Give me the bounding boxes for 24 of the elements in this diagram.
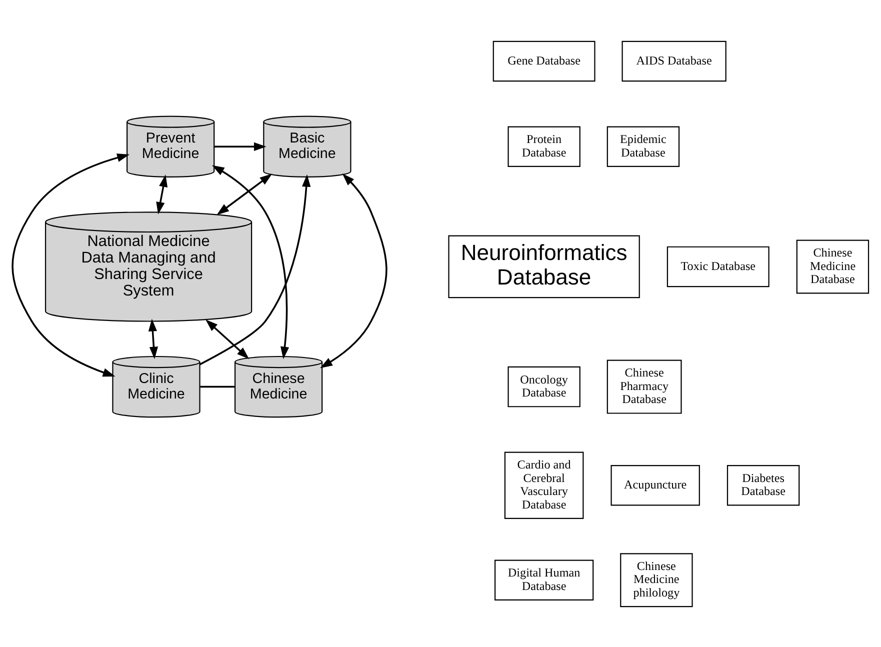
arrow: [205, 318, 250, 359]
node-box: Acupuncture: [610, 464, 700, 506]
node-box: Gene Database: [492, 40, 596, 82]
arrow: [156, 174, 168, 214]
connector: [200, 385, 235, 388]
arrow: [12, 152, 130, 376]
node-box: Digital Human Database: [494, 559, 594, 600]
node-box: Neuroinformatics Database: [448, 234, 640, 298]
arrow: [216, 173, 272, 214]
node-box: Diabetes Database: [726, 464, 800, 506]
node-box: Toxic Database: [666, 246, 770, 287]
node-box: Protein Database: [508, 126, 580, 166]
arrow: [212, 164, 290, 359]
arrow: [320, 173, 388, 368]
arrow: [214, 142, 266, 150]
node-box: Oncology Database: [508, 366, 580, 407]
arrow: [148, 318, 158, 359]
arrow: [199, 174, 311, 365]
node-box: Chinese Pharmacy Database: [606, 359, 682, 414]
node-box: Cardio and Cerebral Vasculary Database: [504, 451, 584, 518]
node-box: Chinese Medicine philology: [620, 552, 693, 607]
node-box: AIDS Database: [622, 40, 726, 82]
node-box: Epidemic Database: [606, 126, 680, 166]
node-box: Chinese Medicine Database: [796, 239, 870, 294]
